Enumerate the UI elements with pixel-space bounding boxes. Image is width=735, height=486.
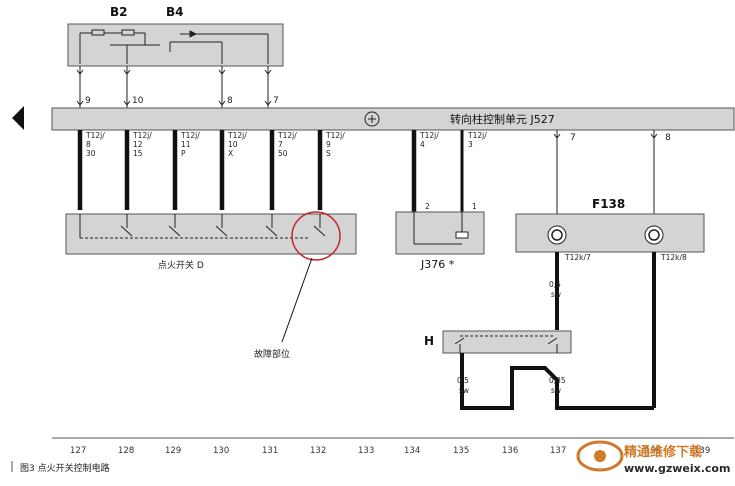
j376-pin-2: 2 xyxy=(425,202,430,211)
h-label: H xyxy=(424,334,434,348)
axis-131: 131 xyxy=(262,446,278,456)
wire-spec-2: 0,5 sw xyxy=(457,376,469,395)
figure-caption: 图3 点火开关控制电路 xyxy=(20,462,110,474)
svg-text:T12j/: T12j/ xyxy=(227,131,247,140)
j376-label: J376 * xyxy=(420,258,455,271)
f138-lower-wires xyxy=(555,252,656,408)
svg-text:sw: sw xyxy=(459,386,469,395)
connector-p: T12j/ 11 P xyxy=(180,131,200,158)
axis-133: 133 xyxy=(358,446,374,456)
connector-30: T12j/ 8 30 xyxy=(85,131,105,158)
axis-132: 132 xyxy=(310,446,326,456)
svg-text:T12j/: T12j/ xyxy=(325,131,345,140)
h-internal xyxy=(454,335,558,353)
watermark-line1: 精通维修下载 xyxy=(624,444,702,460)
svg-text:X: X xyxy=(228,149,233,158)
fault-pointer-line xyxy=(281,257,313,343)
axis-136: 136 xyxy=(502,446,518,456)
top-pin-10: 10 xyxy=(132,96,144,106)
top-pin-8: 8 xyxy=(227,96,233,106)
connector-15: T12j/ 12 15 xyxy=(132,131,152,158)
f138-label: F138 xyxy=(592,197,625,211)
svg-text:7: 7 xyxy=(278,140,283,149)
right-pin-7: 7 xyxy=(570,133,576,143)
svg-text:T12j/: T12j/ xyxy=(85,131,105,140)
connector-50: T12j/ 7 50 xyxy=(277,131,297,158)
axis-135: 135 xyxy=(453,446,469,456)
axis-137: 137 xyxy=(550,446,566,456)
watermark-logo-icon xyxy=(576,440,624,472)
ignition-switch-contacts xyxy=(79,214,326,239)
axis-129: 129 xyxy=(165,446,181,456)
connector-t12j-3: T12j/ 3 xyxy=(467,131,487,149)
top-pin-wires xyxy=(79,66,269,108)
wire-spec-1: 0,5 sw xyxy=(549,280,561,299)
connector-t12j-4: T12j/ 4 xyxy=(419,131,439,149)
svg-text:10: 10 xyxy=(228,140,238,149)
svg-text:T12j/: T12j/ xyxy=(467,131,487,140)
f138-coil-right-icon xyxy=(644,225,664,245)
svg-text:50: 50 xyxy=(278,149,288,158)
f138-connector-k7: T12k/7 xyxy=(564,253,591,262)
f138-pin-arrows xyxy=(553,133,658,139)
svg-text:8: 8 xyxy=(86,140,91,149)
j376-pin-1: 1 xyxy=(472,202,477,211)
svg-text:0,35: 0,35 xyxy=(549,376,566,385)
svg-text:sw: sw xyxy=(551,290,561,299)
svg-text:P: P xyxy=(181,149,186,158)
axis-127: 127 xyxy=(70,446,86,456)
fuse-box-internal-wiring xyxy=(79,29,269,64)
svg-text:sw: sw xyxy=(551,386,561,395)
top-pin-arrows xyxy=(76,69,272,106)
ignition-switch-label: 点火开关 D xyxy=(158,259,204,271)
ignition-wires xyxy=(77,130,323,210)
fuse-b2-label: B2 xyxy=(110,5,128,19)
fault-circle xyxy=(291,211,341,261)
f138-connector-k8: T12k/8 xyxy=(660,253,687,262)
fuse-b4-label: B4 xyxy=(166,5,184,19)
top-pin-9: 9 xyxy=(85,96,91,106)
svg-text:30: 30 xyxy=(86,149,96,158)
control-unit-j527 xyxy=(51,107,735,131)
j376-internal xyxy=(413,212,469,245)
svg-text:0,5: 0,5 xyxy=(457,376,469,385)
connector-x: T12j/ 10 X xyxy=(227,131,247,158)
right-pin-8: 8 xyxy=(665,133,671,143)
svg-text:3: 3 xyxy=(468,140,473,149)
svg-text:T12j/: T12j/ xyxy=(277,131,297,140)
svg-text:S: S xyxy=(326,149,331,158)
axis-130: 130 xyxy=(213,446,229,456)
gnd-icon xyxy=(364,111,380,127)
control-unit-label: 转向柱控制单元 J527 xyxy=(450,112,555,126)
svg-text:15: 15 xyxy=(133,149,143,158)
connector-s: T12j/ 9 S xyxy=(325,131,345,158)
axis-134: 134 xyxy=(404,446,420,456)
wire-spec-3: 0,35 sw xyxy=(549,376,566,395)
axis-128: 128 xyxy=(118,446,134,456)
j376-box xyxy=(395,211,485,255)
left-arrow-icon[interactable] xyxy=(12,106,24,130)
svg-text:T12j/: T12j/ xyxy=(419,131,439,140)
svg-text:T12j/: T12j/ xyxy=(132,131,152,140)
ignition-switch-d xyxy=(65,213,357,255)
f138-box xyxy=(515,213,705,253)
f138-coil-left-icon xyxy=(547,225,567,245)
svg-text:4: 4 xyxy=(420,140,425,149)
top-pin-7: 7 xyxy=(273,96,279,106)
svg-text:0,5: 0,5 xyxy=(549,280,561,289)
svg-text:12: 12 xyxy=(133,140,143,149)
h-lower-wires xyxy=(460,353,654,410)
axis-138: 138 xyxy=(645,446,661,456)
fault-label: 故障部位 xyxy=(254,348,290,360)
svg-text:T12j/: T12j/ xyxy=(180,131,200,140)
svg-text:11: 11 xyxy=(181,140,191,149)
axis-139: 139 xyxy=(694,446,710,456)
f138-thin-wires xyxy=(556,130,655,214)
watermark-line2: www.gzweix.com xyxy=(624,462,730,475)
svg-text:9: 9 xyxy=(326,140,331,149)
